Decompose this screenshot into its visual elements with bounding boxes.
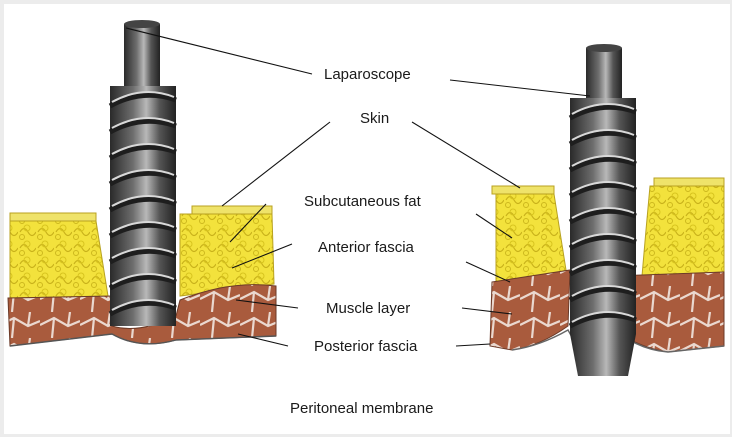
label-laparoscope: Laparoscope xyxy=(324,66,411,84)
label-muscle-layer: Muscle layer xyxy=(326,300,410,318)
leader-skin-right xyxy=(412,122,520,188)
left-skin-strip xyxy=(10,213,96,221)
leader-laparoscope-right xyxy=(450,80,590,96)
right-laparoscope xyxy=(570,44,636,376)
right-scope-tip xyxy=(570,334,636,376)
figure-panel: Laparoscope Skin Subcutaneous fat Anteri… xyxy=(4,4,730,434)
label-peritoneal-membrane: Peritoneal membrane xyxy=(290,400,433,418)
left-fat-layer xyxy=(10,221,108,298)
right-skin-strip xyxy=(492,186,554,194)
label-posterior-fascia: Posterior fascia xyxy=(314,338,417,356)
right-scope-shaft-top xyxy=(586,48,622,104)
leader-posterior-fascia-right xyxy=(456,344,490,346)
left-scope-shaft-top xyxy=(124,24,160,94)
left-laparoscope xyxy=(110,20,176,326)
left-fat-layer-right xyxy=(180,214,274,296)
right-muscle-layer xyxy=(490,270,570,350)
right-fat-layer-right xyxy=(642,186,724,276)
label-skin: Skin xyxy=(360,110,389,128)
label-subcutaneous-fat: Subcutaneous fat xyxy=(304,193,421,211)
right-skin-strip-right xyxy=(654,178,724,186)
label-anterior-fascia: Anterior fascia xyxy=(318,239,414,257)
